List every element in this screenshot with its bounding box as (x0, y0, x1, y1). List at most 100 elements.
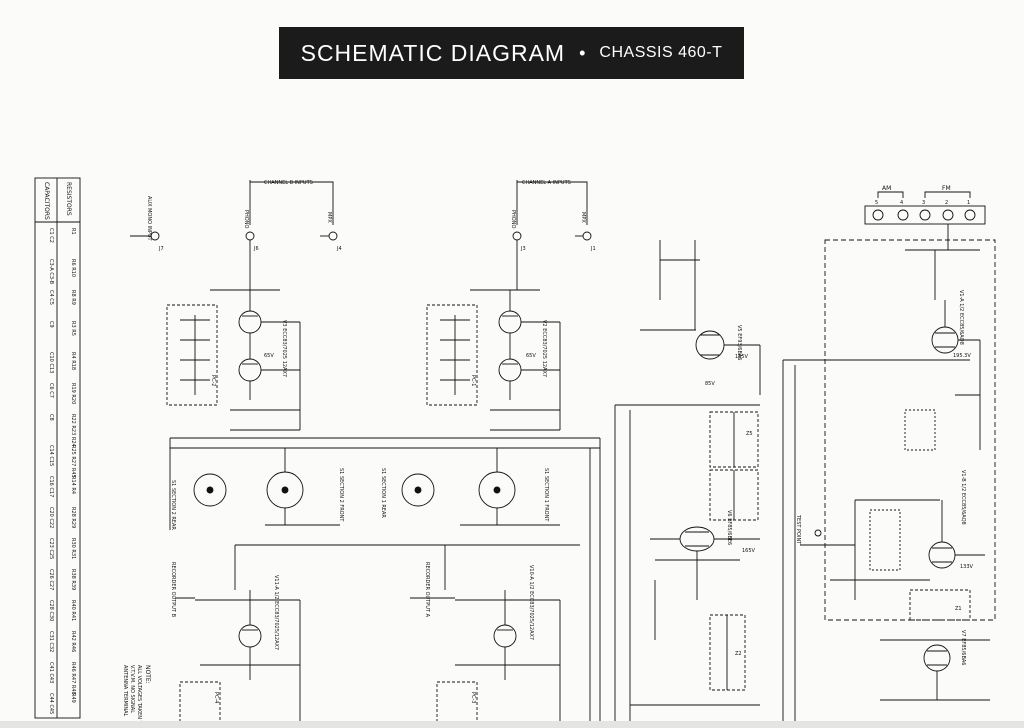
channel-a-label: CHANNEL A INPUTS (522, 180, 571, 186)
legend-resistors-label: RESISTORS (65, 182, 72, 216)
terminal-2-label: 2 (945, 200, 948, 206)
antenna-terminal-strip (864, 205, 986, 225)
jack-j6 (245, 231, 255, 241)
legend-capacitor-8: C16 C17 (48, 476, 54, 497)
volts-85-label: 85V (705, 381, 715, 387)
terminal-3-label: 3 (922, 200, 925, 206)
j4-label: J4 (336, 246, 342, 252)
legend-capacitor-9: C20 C22 (48, 507, 54, 528)
volts-133-label: 133V (960, 564, 974, 570)
v10a-label: V10-A 1/2 ECC83/7025/12AX7 (528, 565, 534, 640)
tube-v3b (238, 358, 262, 382)
fm-tuner-shield (824, 239, 996, 621)
fm-label: FM (942, 185, 951, 192)
phono-b-label: PHONO (243, 210, 249, 228)
tube-v10a (493, 624, 517, 648)
z2-label: Z2 (735, 651, 742, 657)
page-bottom-edge (0, 721, 1024, 728)
transformer-z1 (909, 589, 971, 621)
volts-165-label: 165V (742, 548, 756, 554)
legend-resistor-6: R22 R23 R24 (70, 414, 76, 447)
aux-mono-label: AUX MONO INPUT (146, 196, 152, 241)
parts-legend-table (34, 177, 81, 719)
tube-v2a (498, 310, 522, 334)
terminal-1-label: 1 (967, 200, 970, 206)
legend-capacitor-0: C1 C2 (48, 228, 54, 243)
tube-v2b (498, 358, 522, 382)
note-line-1: ALL VOLTAGES TAKEN W (136, 665, 142, 726)
v5-label: V5 EF93/6BA6 (736, 325, 742, 361)
switch-s1-a-rear (401, 473, 435, 507)
jack-j3 (512, 231, 522, 241)
legend-capacitor-3: C9 (48, 321, 54, 328)
legend-capacitor-4: C10 C13 (48, 352, 54, 373)
legend-capacitor-15: C44 C45 (48, 693, 54, 714)
legend-resistor-14: R46 R47 R48 (70, 662, 76, 695)
volts-65-label: 65V (264, 353, 274, 359)
terminal-4-label: 4 (900, 200, 903, 206)
tube-v6 (679, 526, 715, 552)
note-title: NOTE: (144, 665, 151, 684)
mpx-a-label: MPX (580, 212, 586, 223)
tube-v3a (238, 310, 262, 334)
v7-label: V7 EF85/6BA6 (960, 630, 966, 666)
volts-65-a-label: 65V (526, 353, 536, 359)
phono-a-label: PHONO (510, 210, 516, 228)
terminal-3 (919, 209, 931, 221)
pc2-label: PC-2 (210, 375, 216, 387)
legend-resistor-9: R28 R29 (70, 507, 76, 528)
s1-b-rear-label: S1 SECTION 2 REAR (170, 480, 176, 530)
volts-195-label: 195.3V (953, 353, 971, 359)
s1-a-front-label: S1 SECTION 1 FRONT (543, 468, 549, 522)
recorder-a-label: RECORDER OUTPUT A (424, 562, 430, 618)
test-point-label: TEST POINT (795, 514, 801, 545)
s1-b-front-label: S1 SECTION 2 FRONT (338, 468, 344, 522)
pc1-box (426, 304, 478, 406)
j3-label: J3 (520, 246, 526, 252)
note-line-3: ANTENNA TERMINAL (122, 665, 128, 717)
legend-resistor-5: R19 R20 (70, 383, 76, 404)
test-point-marker (814, 529, 822, 537)
mpx-b-label: MPX (326, 212, 332, 223)
terminal-5-label: 5 (875, 200, 878, 206)
tube-v7 (923, 644, 951, 672)
legend-resistor-11: R38 R39 (70, 569, 76, 590)
legend-resistor-0: R1 (70, 228, 76, 235)
tube-v1b (928, 541, 956, 569)
transformer-z2 (709, 614, 746, 691)
pc3-label: PC-3 (470, 692, 476, 704)
terminal-4 (897, 209, 909, 221)
jack-j4 (328, 231, 338, 241)
j7-label: J7 (158, 246, 164, 252)
legend-capacitor-13: C31 C32 (48, 631, 54, 652)
legend-capacitor-1: C3-A C3-B (48, 259, 54, 285)
legend-capacitors-label: CAPACITORS (43, 182, 50, 220)
terminal-5 (872, 209, 884, 221)
tube-v11a (238, 624, 262, 648)
title-separator: • (579, 42, 586, 63)
terminal-1 (964, 209, 976, 221)
j6-label: J6 (253, 246, 259, 252)
title-band: SCHEMATIC DIAGRAM • CHASSIS 460-T (279, 27, 744, 79)
legend-resistor-15: R49 (70, 693, 76, 703)
legend-resistor-4: R4 R18 (70, 352, 76, 370)
legend-capacitor-2: C4 C5 (48, 290, 54, 305)
legend-resistor-1: R6 R10 (70, 259, 76, 277)
chassis-label: CHASSIS 460-T (599, 44, 723, 61)
legend-resistor-10: R30 R31 (70, 538, 76, 559)
legend-capacitor-14: C41 C43 (48, 662, 54, 683)
volts-185-label: 185V (735, 354, 749, 360)
legend-resistor-13: R42 R46 (70, 631, 76, 652)
s1-a-rear-label: S1 SECTION 1 REAR (380, 468, 386, 518)
v1a-label: V1-A 1/2 ECC85/6AQ8 (958, 290, 964, 345)
pc4-label: PC-4 (213, 692, 219, 704)
channel-b-bracket (249, 180, 334, 225)
z5-label: Z5 (746, 431, 753, 437)
jack-j1 (582, 231, 592, 241)
v3-label: V3 ECC83/7025 12AX7 (281, 320, 287, 377)
pc1-label: PC-1 (470, 375, 476, 387)
am-label: AM (882, 185, 891, 192)
